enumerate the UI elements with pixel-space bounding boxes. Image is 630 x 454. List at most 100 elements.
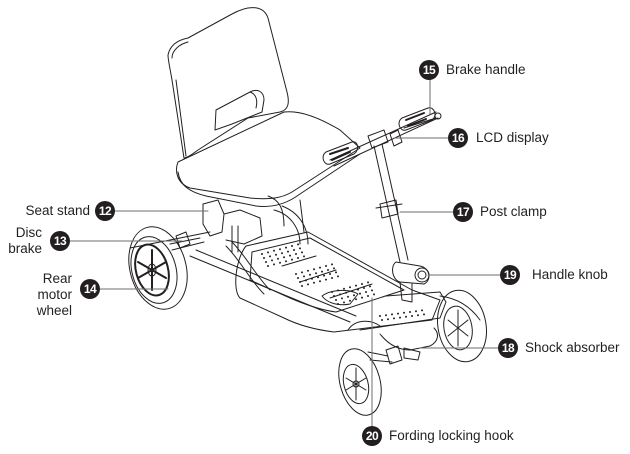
steering-column	[373, 143, 430, 303]
floor-dot	[305, 279, 307, 282]
seat-back	[167, 7, 289, 159]
floor-dot	[423, 313, 425, 316]
callout-label-rear-motor-wheel-line-2: motor	[37, 287, 72, 302]
floor-dot	[285, 260, 287, 263]
floor-dot	[295, 253, 297, 255]
floor-dot	[361, 283, 363, 285]
callout-badge-16: 16	[448, 128, 468, 148]
floor-dot	[303, 275, 305, 278]
floor-dot	[267, 265, 269, 267]
floor-dot	[409, 311, 411, 313]
floor-dot	[397, 312, 399, 315]
floor-dot	[279, 261, 281, 264]
floor-dot	[343, 301, 345, 304]
floor-dot	[317, 276, 319, 279]
floor-dot	[299, 247, 301, 250]
floor-dot	[281, 252, 283, 255]
floor-dot	[337, 303, 339, 305]
floor-dot	[343, 287, 345, 290]
floor-dot	[279, 248, 281, 251]
floor-dot	[313, 281, 315, 284]
floor-dot	[337, 289, 339, 292]
floor-dot	[411, 315, 413, 317]
floor-dot	[303, 255, 305, 258]
floor-dot	[333, 295, 335, 297]
floor-dot	[367, 295, 369, 297]
floor-dot	[373, 293, 375, 296]
callout-badge-19: 19	[500, 265, 520, 285]
floor-dot	[273, 263, 275, 266]
callout-label-rear-motor-wheel: Rear motor wheel	[20, 271, 72, 319]
floor-dot	[325, 265, 327, 267]
floor-dot	[351, 290, 353, 293]
floor-dot	[297, 277, 299, 279]
floor-dot	[309, 273, 311, 276]
floor-dot	[323, 274, 325, 277]
callout-label-seat-stand: Seat stand	[25, 203, 90, 218]
floor-dot	[349, 299, 351, 302]
floor-dot	[331, 263, 333, 266]
callout-label-disc-brake-line-1: Disc	[15, 225, 42, 240]
floor-dot	[385, 314, 387, 317]
floor-dot	[273, 249, 275, 252]
floor-dot	[359, 292, 361, 295]
floor-dot	[285, 246, 287, 249]
floor-dot	[297, 243, 299, 246]
callout-label-brake-handle: Brake handle	[446, 62, 526, 77]
floor-dot	[341, 297, 343, 300]
callout-label-post-clamp: Post clamp	[480, 204, 547, 219]
floor-dot	[415, 310, 417, 313]
callout-badge-18: 18	[498, 338, 518, 358]
floor-dot	[315, 272, 317, 275]
callout-label-rear-motor-wheel-line-1: Rear	[42, 271, 72, 286]
floor-dot	[287, 250, 289, 253]
floor-dot	[331, 291, 333, 293]
floor-dot	[311, 277, 313, 280]
floor-dot	[297, 257, 299, 259]
floor-dot	[267, 251, 269, 254]
floor-dot	[329, 273, 331, 275]
frame	[189, 205, 357, 323]
floor-dot	[399, 316, 401, 319]
floor-dot	[293, 249, 295, 251]
floor-dot	[277, 257, 279, 260]
rear-wheel	[128, 226, 188, 310]
floor-dot	[349, 286, 351, 289]
floor-deck	[235, 231, 447, 333]
floor-dot	[421, 309, 423, 312]
callout-label-shock-absorber: Shock absorber	[525, 340, 620, 355]
floor-dot	[331, 277, 333, 279]
floor-dot	[391, 313, 393, 316]
floor-dot	[319, 266, 321, 269]
floor-dot	[299, 281, 301, 283]
floor-perforations	[261, 243, 425, 321]
floor-dot	[319, 280, 321, 283]
floor-dot	[295, 273, 297, 275]
floor-dot	[325, 278, 327, 281]
handlebar	[322, 107, 442, 167]
callout-badge-17: 17	[453, 202, 473, 222]
floor-dot	[261, 253, 263, 255]
floor-dot	[355, 298, 357, 301]
callout-label-disc-brake: Disc brake	[0, 225, 42, 257]
floor-dot	[393, 317, 395, 320]
callout-badge-15: 15	[419, 60, 439, 80]
floor-dot	[321, 270, 323, 273]
floor-dot	[283, 256, 285, 259]
front-left-wheel	[338, 348, 382, 416]
callout-label-rear-motor-wheel-line-3: wheel	[36, 303, 72, 318]
floor-dot	[333, 267, 335, 270]
leader-lines	[69, 79, 501, 429]
callout-badge-20: 20	[362, 426, 382, 446]
floor-dot	[291, 258, 293, 261]
floor-dot	[307, 269, 309, 272]
callout-badge-12: 12	[95, 201, 115, 221]
floor-dot	[301, 251, 303, 254]
floor-dot	[335, 271, 337, 274]
floor-dot	[361, 296, 363, 299]
callout-label-handle-knob: Handle knob	[532, 267, 608, 282]
floor-dot	[289, 254, 291, 257]
floor-dot	[263, 257, 265, 259]
